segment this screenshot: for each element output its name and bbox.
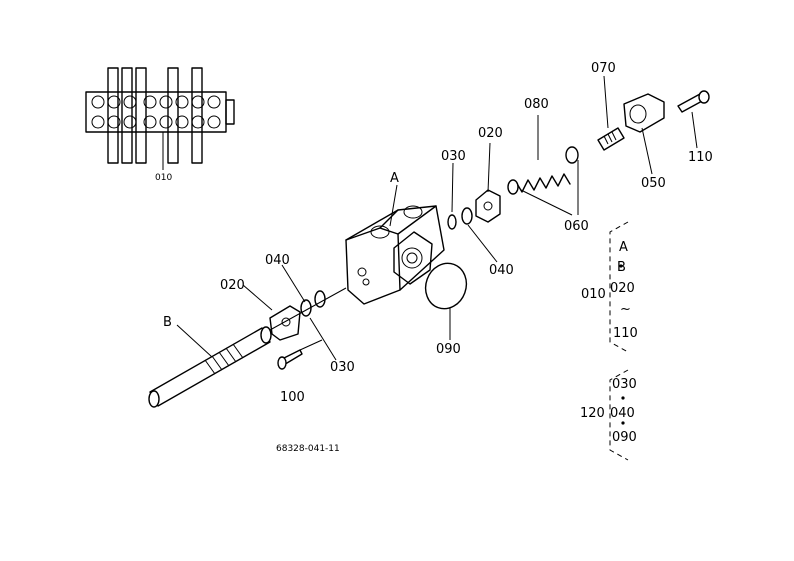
seal-washers-right [447, 207, 473, 230]
spring-080 [507, 146, 579, 195]
bolt-110 [677, 90, 710, 113]
callout-010: 010 [155, 173, 172, 183]
spool [148, 287, 347, 408]
callout-040-left: 040 [265, 253, 290, 268]
callout-080: 080 [524, 97, 549, 112]
legend-group2-item: 030 [612, 377, 637, 392]
poppet-070 [597, 127, 625, 151]
legend-group2-item: 040 [610, 406, 635, 421]
callout-070: 070 [591, 61, 616, 76]
legend-group2-item: 090 [612, 430, 637, 445]
legend-group1-item: 020 [610, 281, 635, 296]
legend-group2-code: 120 [580, 406, 605, 421]
legend-group1-item: 110 [613, 326, 638, 341]
legend-group1-item: A [619, 240, 628, 255]
leader-lines [176, 75, 698, 361]
callout-100: 100 [280, 390, 305, 405]
callout-040-right: 040 [489, 263, 514, 278]
valve-section-body [345, 205, 445, 305]
o-ring-090 [424, 262, 468, 310]
callout-A: A [390, 171, 399, 186]
cover-plate-right [475, 189, 501, 223]
legend-brackets [609, 221, 629, 461]
legend-group1-item: B [617, 260, 626, 275]
screw-100 [277, 349, 303, 370]
callout-030-top: 030 [441, 149, 466, 164]
housing-050 [623, 93, 665, 133]
legend-group1-code: 010 [581, 287, 606, 302]
legend-group1-item: ~ [620, 302, 631, 317]
callout-B: B [163, 315, 172, 330]
callout-020-left: 020 [220, 278, 245, 293]
cover-plate-left [269, 305, 301, 341]
callout-050: 050 [641, 176, 666, 191]
seal-washers-left [300, 290, 326, 317]
callout-020-top: 020 [478, 126, 503, 141]
callout-110: 110 [688, 150, 713, 165]
callout-060: 060 [564, 219, 589, 234]
valve-bank-assembly [85, 67, 235, 170]
callout-090: 090 [436, 342, 461, 357]
callout-030-bottom: 030 [330, 360, 355, 375]
drawing-number: 68328-041-11 [276, 444, 340, 454]
